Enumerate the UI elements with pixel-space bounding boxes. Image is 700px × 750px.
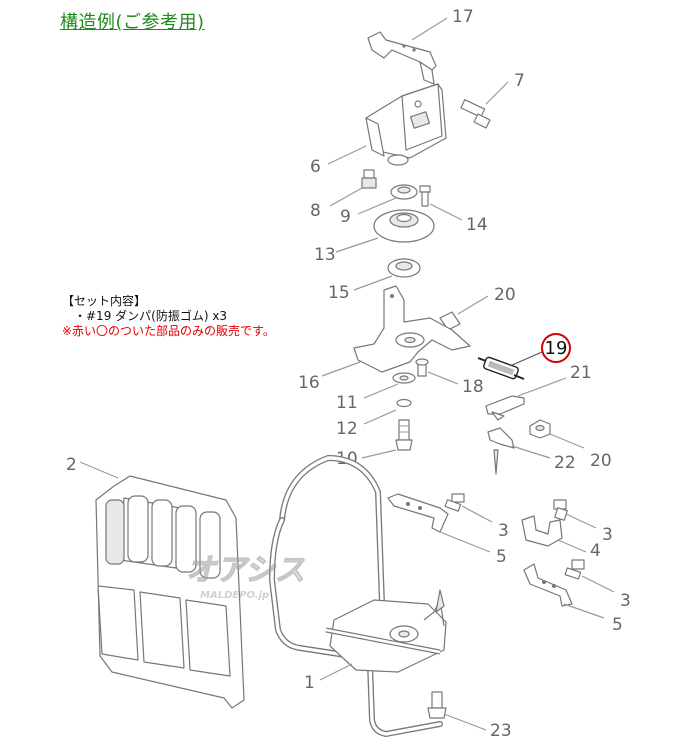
label-3-c: 3 [620, 591, 631, 611]
part-15-bearing: 15 [328, 258, 421, 303]
part-6-upper-bracket: 6 [310, 83, 447, 177]
page-title: 構造例(ご参考用) [60, 12, 205, 33]
part-12-spring-washer: 12 [336, 398, 412, 439]
label-13: 13 [314, 245, 336, 265]
label-6: 6 [310, 157, 321, 177]
watermark: オアシス MALDEPO.jp [185, 552, 305, 601]
label-14: 14 [466, 215, 488, 235]
label-9: 9 [340, 207, 351, 227]
label-12: 12 [336, 419, 358, 439]
part-13-flange-disc: 13 [314, 209, 435, 265]
part-7-bolt: 7 [460, 71, 525, 129]
part-3-bolt-b: 3 [553, 499, 613, 545]
part-9-collar: 9 [340, 184, 418, 227]
label-4: 4 [590, 541, 601, 561]
part-5-bracket-a: 5 [387, 493, 507, 567]
set-contents-item: ・#19 ダンパ(防振ゴム) x3 [74, 309, 228, 323]
label-7: 7 [514, 71, 525, 91]
sale-note: ※赤い〇のついた部品のみの販売です。 [62, 324, 275, 338]
label-20-lower: 20 [590, 451, 612, 471]
part-11-washer: 11 [336, 372, 416, 413]
label-20-upper: 20 [494, 285, 516, 305]
watermark-main: オアシス [186, 553, 305, 588]
label-23: 23 [490, 721, 512, 741]
label-16: 16 [298, 373, 320, 393]
part-17-hook-bracket: 17 [367, 7, 474, 85]
highlight-circle [541, 333, 571, 363]
label-5-b: 5 [612, 615, 623, 635]
label-3-a: 3 [498, 521, 509, 541]
watermark-sub: MALDEPO.jp [200, 590, 269, 601]
label-19: 19 [545, 338, 568, 359]
label-21: 21 [570, 363, 592, 383]
label-11: 11 [336, 393, 358, 413]
part-1-frame: 1 [268, 454, 447, 738]
part-21-bracket: 21 [485, 363, 592, 421]
set-contents-title: 【セット内容】 [62, 294, 147, 308]
part-14-small-bolt: 14 [419, 185, 488, 235]
part-20-nut-lower: 20 [529, 419, 612, 471]
label-18: 18 [462, 377, 484, 397]
part-3-bolt-c: 3 [564, 559, 631, 611]
set-contents: 【セット内容】 ・#19 ダンパ(防振ゴム) x3 ※赤い〇のついた部品のみの販… [62, 294, 275, 339]
part-23-bolt: 23 [427, 691, 512, 741]
label-17: 17 [452, 7, 474, 27]
part-22-bracket: 22 [487, 427, 576, 475]
part-4-clamp: 4 [521, 515, 601, 561]
label-1: 1 [304, 673, 315, 693]
label-2: 2 [66, 455, 77, 475]
part-20-clip-upper: 20 [439, 285, 516, 331]
part-3-bolt-a: 3 [444, 493, 509, 541]
part-2-back-pad: 2 [66, 455, 245, 709]
part-8-small-bolt: 8 [310, 169, 377, 221]
part-16-mount-plate: 16 [298, 285, 471, 393]
label-15: 15 [328, 283, 350, 303]
label-22: 22 [554, 453, 576, 473]
label-8: 8 [310, 201, 321, 221]
label-5-a: 5 [496, 547, 507, 567]
part-18-small-bolt: 18 [415, 358, 484, 397]
part-5-bracket-b: 5 [523, 563, 623, 635]
label-3-b: 3 [602, 525, 613, 545]
part-19-damper: 19 [477, 333, 571, 380]
